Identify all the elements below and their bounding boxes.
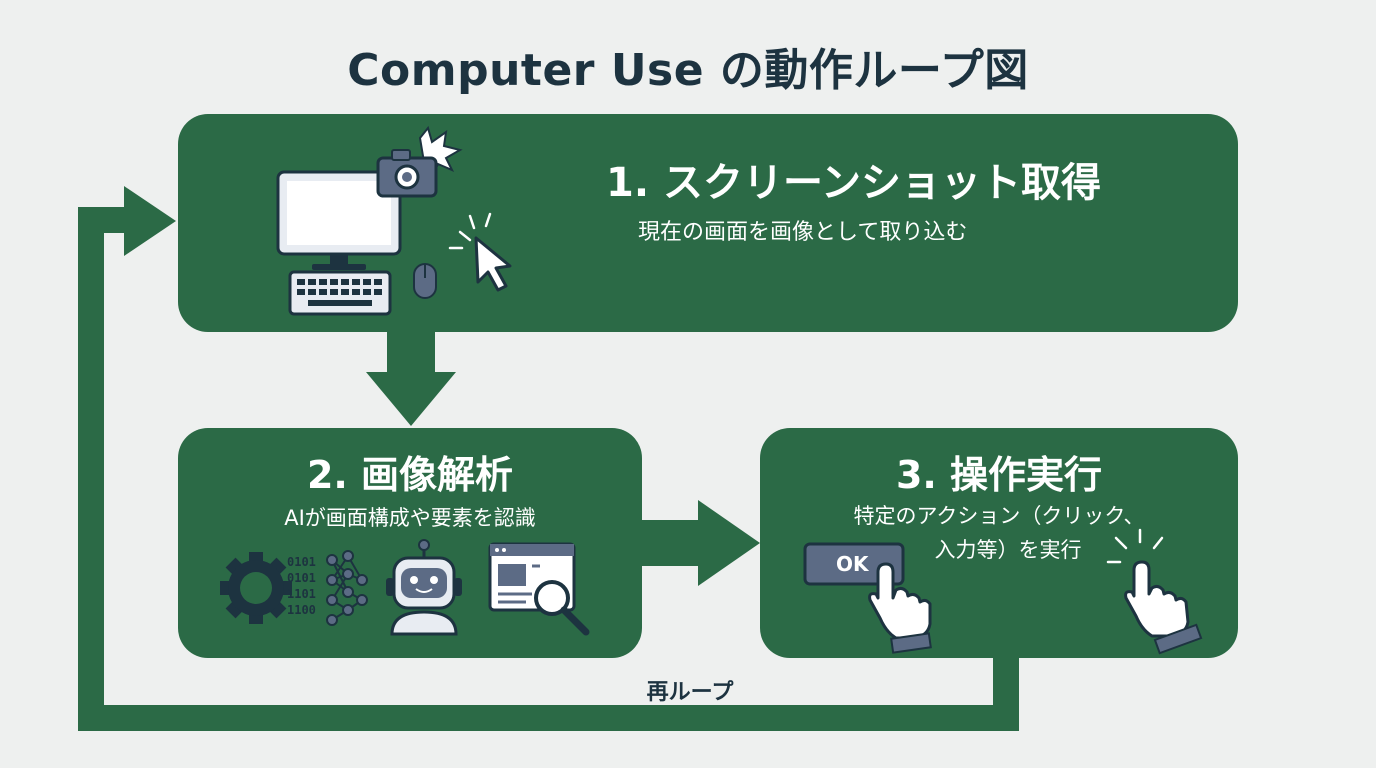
step-2-description: AIが画面構成や要素を認識 (284, 506, 536, 530)
step-1-title: 1. スクリーンショット取得 (606, 160, 1101, 206)
webpage-search-icon (488, 542, 590, 636)
diagram-title: Computer Use の動作ループ図 (347, 45, 1029, 96)
step-1-description: 現在の画面を画像として取り込む (638, 220, 968, 245)
step-3-title: 3. 操作実行 (895, 453, 1103, 497)
step-3-description-line1: 特定のアクション（クリック、 (853, 504, 1145, 528)
binary-line-3: 1101 (287, 587, 316, 601)
arrow-step2-to-step3 (640, 500, 760, 586)
clicking-hand-icon (1106, 528, 1203, 655)
step-3-description-line2: 入力等）を実行 (934, 538, 1082, 562)
camera-icon (376, 125, 463, 198)
binary-line-2: 0101 (287, 571, 316, 585)
mouse-icon (413, 263, 437, 299)
step-2-title: 2. 画像解析 (306, 453, 514, 497)
binary-line-1: 0101 (287, 555, 316, 569)
loop-label: 再ループ (646, 680, 734, 705)
loop-back-arrow (78, 186, 1019, 731)
gear-icon (220, 552, 292, 624)
binary-line-4: 1100 (287, 603, 316, 617)
cursor-click-icon (448, 212, 512, 292)
robot-icon (386, 539, 462, 636)
keyboard-icon (288, 270, 392, 316)
neural-network-icon: 0101 0101 1101 1100 (287, 550, 368, 626)
pointing-hand-icon (868, 562, 932, 654)
arrow-step1-to-step2 (366, 330, 456, 426)
monitor-icon (276, 170, 402, 270)
ok-button-label: OK (836, 552, 870, 576)
